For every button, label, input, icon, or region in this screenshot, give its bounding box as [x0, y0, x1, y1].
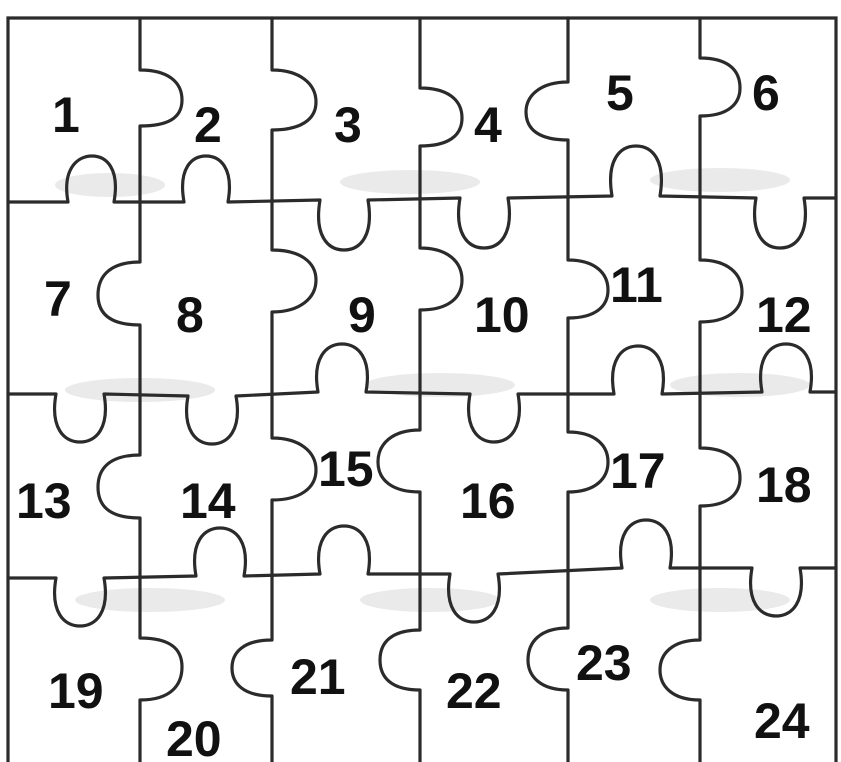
piece-label: 4	[474, 97, 502, 153]
piece-label: 22	[446, 663, 502, 719]
piece-label: 16	[460, 473, 516, 529]
piece-label: 5	[606, 65, 634, 121]
piece-label: 12	[756, 287, 812, 343]
piece-label: 2	[194, 97, 222, 153]
piece-label: 21	[290, 649, 346, 705]
piece-label: 9	[348, 287, 376, 343]
piece-label: 24	[754, 693, 810, 749]
piece-label: 23	[576, 635, 632, 691]
piece-label: 1	[52, 87, 80, 143]
piece-label: 8	[176, 287, 204, 343]
piece-label: 19	[48, 663, 104, 719]
piece-label: 7	[44, 271, 72, 327]
piece-label: 14	[180, 473, 236, 529]
piece-label: 18	[756, 457, 812, 513]
piece-label: 20	[166, 711, 222, 762]
piece-label: 17	[610, 443, 666, 499]
piece-label: 10	[474, 287, 530, 343]
piece-label: 15	[318, 441, 374, 497]
piece-label: 13	[16, 473, 72, 529]
piece-label: 6	[752, 65, 780, 121]
piece-label: 11	[610, 257, 663, 313]
piece-label: 3	[334, 97, 362, 153]
